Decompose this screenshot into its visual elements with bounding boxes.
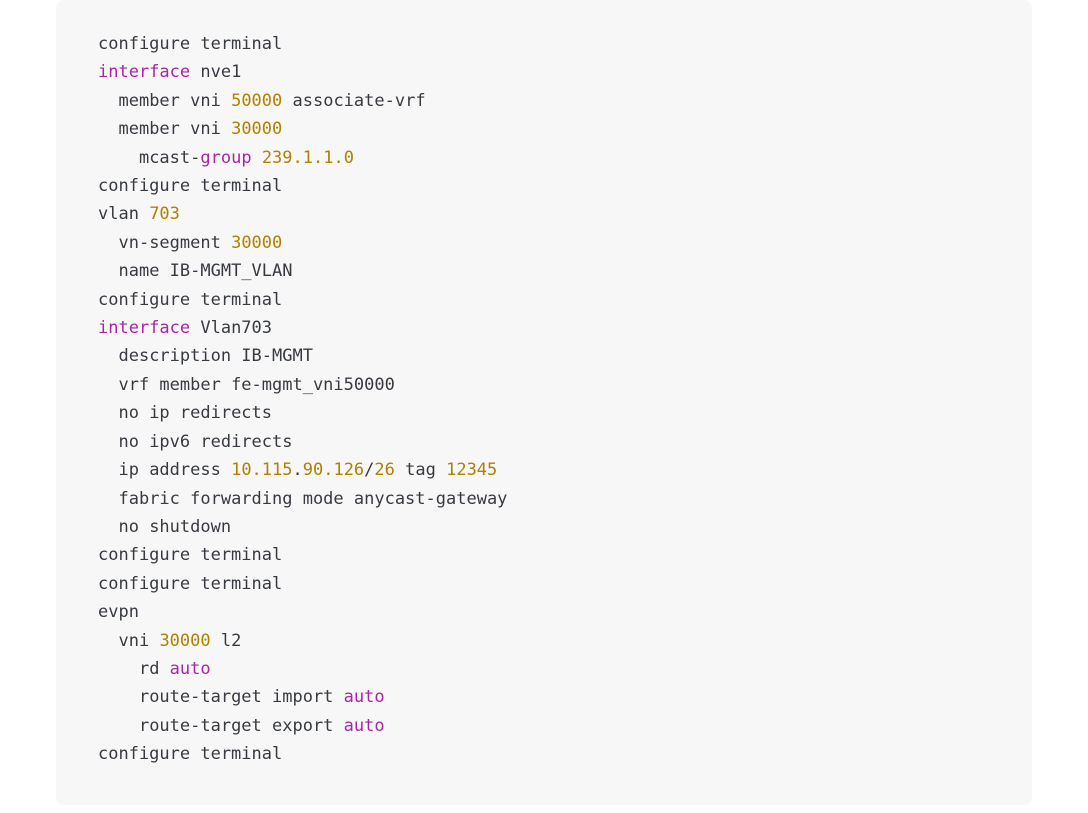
code-token-plain: evpn: [98, 602, 139, 623]
code-indent: [98, 261, 118, 281]
code-token-plain: member vni: [118, 90, 232, 111]
code-token-plain: no ip redirects: [118, 403, 273, 424]
code-line: name IB-MGMT_VLAN: [98, 257, 1032, 285]
code-token-plain: description IB-MGMT: [118, 346, 313, 367]
code-token-plain: fabric forwarding mode anycast-gateway: [118, 488, 508, 509]
code-token-plain: configure terminal: [98, 573, 283, 594]
code-token-plain: /: [364, 460, 375, 481]
code-token-keyword: interface: [98, 62, 191, 83]
code-token-plain: Vlan703: [190, 318, 273, 339]
code-token-plain: no ipv6 redirects: [118, 431, 293, 452]
code-indent: [98, 460, 118, 480]
code-token-plain: configure terminal: [98, 545, 283, 566]
code-indent: [98, 375, 118, 395]
code-line: configure terminal: [98, 570, 1032, 598]
code-line: mcast-group 239.1.1.0: [98, 144, 1032, 172]
code-line: interface Vlan703: [98, 314, 1032, 342]
code-token-number: 703: [149, 204, 180, 225]
code-indent: [98, 119, 118, 139]
code-line: fabric forwarding mode anycast-gateway: [98, 485, 1032, 513]
code-line: vlan 703: [98, 200, 1032, 228]
code-line: configure terminal: [98, 172, 1032, 200]
code-token-plain: configure terminal: [98, 289, 283, 310]
code-token-plain: associate-vrf: [282, 90, 426, 111]
code-token-plain: configure terminal: [98, 176, 283, 197]
code-line: no ip redirects: [98, 399, 1032, 427]
code-token-plain: vni: [118, 630, 160, 651]
code-indent: [98, 659, 139, 679]
code-token-plain: tag: [394, 460, 447, 481]
code-token-plain: member vni: [118, 119, 232, 140]
code-token-number: 90.126: [302, 460, 365, 481]
code-token-keyword: auto: [169, 658, 211, 679]
code-token-plain: [252, 148, 262, 168]
code-token-plain: vlan: [98, 204, 150, 225]
code-indent: [98, 517, 118, 537]
code-token-keyword: auto: [343, 687, 385, 708]
code-token-plain: configure terminal: [98, 34, 283, 54]
code-token-plain: vn-segment: [118, 232, 232, 253]
code-token-plain: no shutdown: [118, 516, 232, 537]
code-line: configure terminal: [98, 541, 1032, 569]
code-token-keyword: interface: [98, 318, 191, 339]
code-line: interface nve1: [98, 58, 1032, 86]
code-token-keyword: group: [200, 147, 252, 168]
code-line: configure terminal: [98, 30, 1032, 58]
code-indent: [98, 716, 139, 736]
code-token-number: 30000: [159, 630, 211, 651]
code-token-plain: vrf member fe-mgmt_vni50000: [118, 374, 395, 395]
code-token-keyword: auto: [343, 715, 385, 736]
code-token-plain: .: [292, 460, 303, 481]
code-token-plain: route-target import: [138, 687, 344, 708]
code-line: vni 30000 l2: [98, 627, 1032, 655]
code-token-number: 239.1.1.0: [261, 147, 354, 168]
code-line: evpn: [98, 598, 1032, 626]
code-token-number: 26: [374, 460, 395, 481]
code-line: route-target export auto: [98, 712, 1032, 740]
code-line: member vni 30000: [98, 115, 1032, 143]
code-token-plain: l2: [210, 630, 242, 651]
code-indent: [98, 148, 139, 168]
code-line: no shutdown: [98, 513, 1032, 541]
code-token-number: 12345: [446, 460, 498, 481]
code-line: route-target import auto: [98, 683, 1032, 711]
code-line: vn-segment 30000: [98, 229, 1032, 257]
code-token-number: 10.115: [231, 460, 293, 481]
code-line: ip address 10.115.90.126/26 tag 12345: [98, 456, 1032, 484]
code-indent: [98, 489, 118, 509]
code-content[interactable]: configure terminal interface nve1 member …: [56, 0, 1032, 769]
code-indent: [98, 403, 118, 423]
code-token-number: 30000: [231, 119, 283, 140]
code-token-plain: configure terminal: [98, 744, 283, 765]
code-token-number: 50000: [231, 90, 283, 111]
code-line: no ipv6 redirects: [98, 428, 1032, 456]
code-token-plain: rd: [138, 658, 170, 679]
code-indent: [98, 91, 118, 111]
code-indent: [98, 631, 118, 651]
code-line: vrf member fe-mgmt_vni50000: [98, 371, 1032, 399]
code-token-number: 30000: [231, 232, 283, 253]
code-line: member vni 50000 associate-vrf: [98, 87, 1032, 115]
code-indent: [98, 233, 118, 253]
code-indent: [98, 346, 118, 366]
code-line: description IB-MGMT: [98, 342, 1032, 370]
code-indent: [98, 432, 118, 452]
code-line: configure terminal: [98, 740, 1032, 768]
code-line: configure terminal: [98, 286, 1032, 314]
code-token-plain: route-target export: [138, 715, 344, 736]
code-block: configure terminal interface nve1 member …: [56, 0, 1032, 805]
code-token-plain: nve1: [190, 62, 242, 83]
code-token-plain: ip address: [118, 460, 232, 481]
code-line: rd auto: [98, 655, 1032, 683]
code-token-plain: name IB-MGMT_VLAN: [118, 261, 293, 282]
code-indent: [98, 687, 139, 707]
code-token-plain: mcast-: [138, 147, 201, 168]
